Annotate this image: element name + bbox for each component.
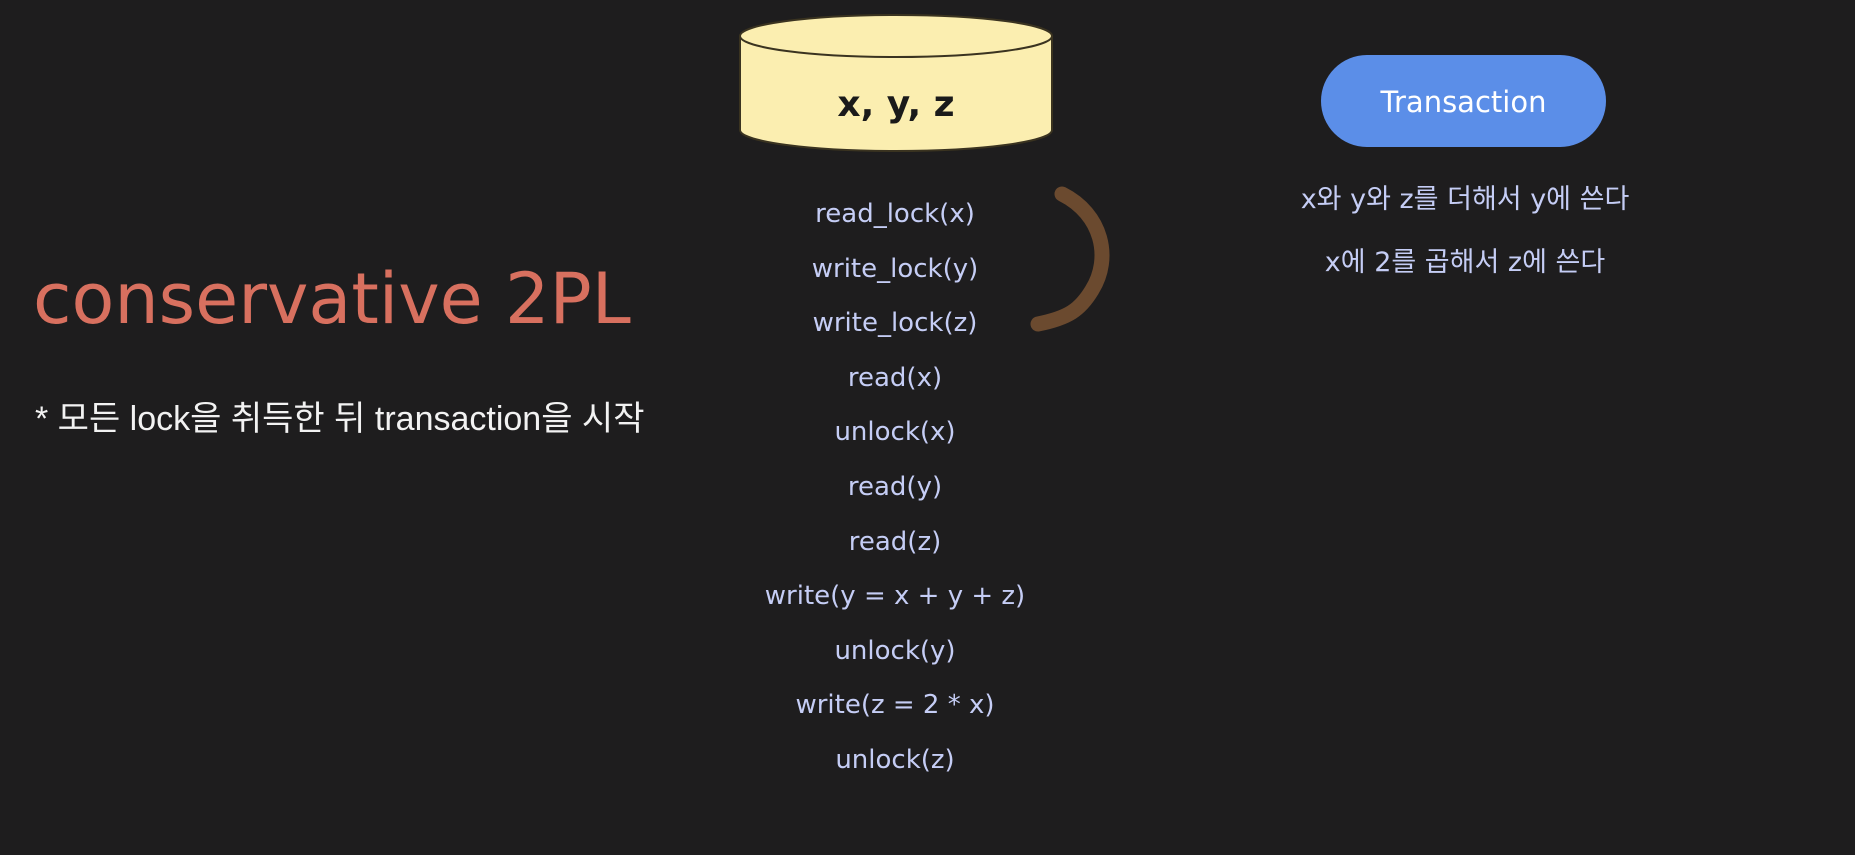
- transaction-description: x와 y와 z를 더해서 y에 쓴다 x에 2를 곱해서 z에 쓴다: [1160, 168, 1770, 294]
- transaction-description-line: x에 2를 곱해서 z에 쓴다: [1324, 247, 1606, 278]
- lock-phase-bracket: [1030, 186, 1110, 332]
- database-cylinder: x, y, z: [738, 10, 1054, 160]
- operation-item: unlock(z): [835, 744, 955, 775]
- database-label: x, y, z: [837, 84, 955, 125]
- operation-item: write_lock(z): [812, 308, 978, 339]
- transaction-description-line: x와 y와 z를 더해서 y에 쓴다: [1300, 184, 1630, 215]
- database-cylinder-shape: [739, 14, 1053, 152]
- operation-item: write(z = 2 * x): [795, 690, 995, 721]
- operation-item: read(y): [847, 471, 943, 502]
- operation-item: read(x): [847, 362, 943, 393]
- transaction-button[interactable]: Transaction: [1321, 55, 1606, 147]
- operation-list: read_lock(x) write_lock(y) write_lock(z)…: [695, 187, 1095, 788]
- operation-item: unlock(x): [834, 417, 956, 448]
- operation-item: write_lock(y): [811, 253, 979, 284]
- operation-item: read(z): [848, 526, 942, 557]
- slide-title: conservative 2PL: [33, 258, 631, 340]
- operation-item: read_lock(x): [815, 199, 975, 229]
- operation-item: write(y = x + y + z): [764, 581, 1026, 612]
- operation-item: unlock(y): [834, 635, 956, 666]
- slide-note: * 모든 lock을 취득한 뒤 transaction을 시작: [35, 400, 645, 438]
